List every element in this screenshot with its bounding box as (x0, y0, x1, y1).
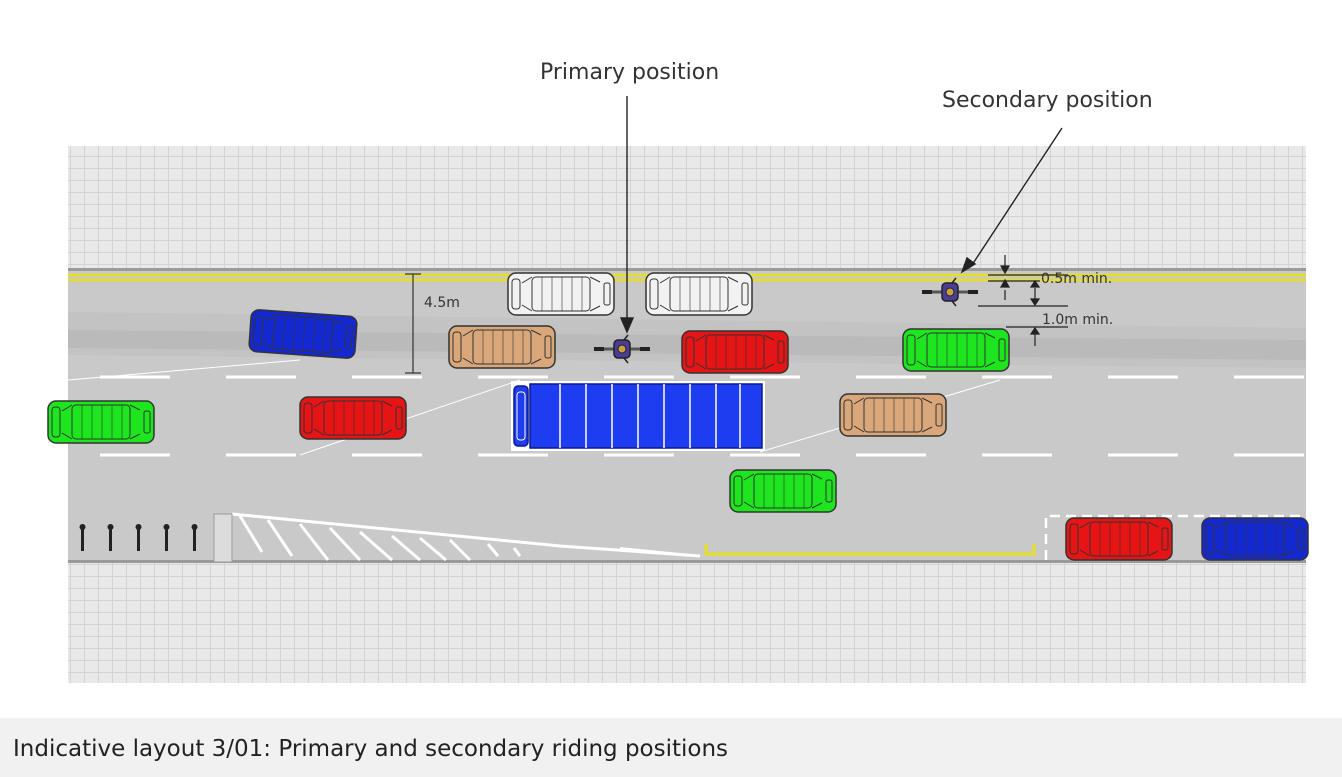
car-red-1 (681, 330, 789, 374)
hatched-area (213, 512, 701, 563)
car-red-2 (299, 396, 407, 440)
car-green-1 (902, 328, 1010, 372)
car-blue-1 (247, 308, 359, 360)
dimension-label-1-0m: 1.0m min. (1042, 312, 1113, 328)
car-green-3 (729, 469, 837, 513)
pavement-bottom (68, 563, 1306, 683)
car-green-2 (47, 400, 155, 444)
car-white-1 (507, 272, 615, 316)
callout-secondary-position: Secondary position (942, 88, 1153, 113)
car-white-2 (645, 272, 753, 316)
road-diagram: 4.5m (47, 96, 1309, 683)
dimension-secondary (978, 255, 1068, 346)
callout-leaders (619, 96, 1063, 334)
car-tan-1 (448, 325, 556, 369)
dimension-label-0-5m: 0.5m min. (1041, 271, 1112, 287)
parking-bay (1044, 514, 1306, 560)
car-tan-2 (839, 393, 947, 437)
dimension-label-4-5m: 4.5m (424, 295, 460, 311)
car-red-3 (1065, 517, 1173, 561)
bollards (79, 524, 198, 551)
dimension-lane-width (405, 273, 421, 374)
pavement-top (68, 146, 1306, 268)
car-blue-2 (1201, 517, 1309, 561)
caption-bar: Indicative layout 3/01: Primary and seco… (0, 718, 1342, 777)
bus (511, 381, 765, 451)
figure-area: 4.5m (0, 0, 1342, 718)
figure-caption: Indicative layout 3/01: Primary and seco… (13, 736, 729, 762)
yellow-bay-marking (704, 544, 1036, 556)
callout-primary-position: Primary position (540, 60, 720, 85)
